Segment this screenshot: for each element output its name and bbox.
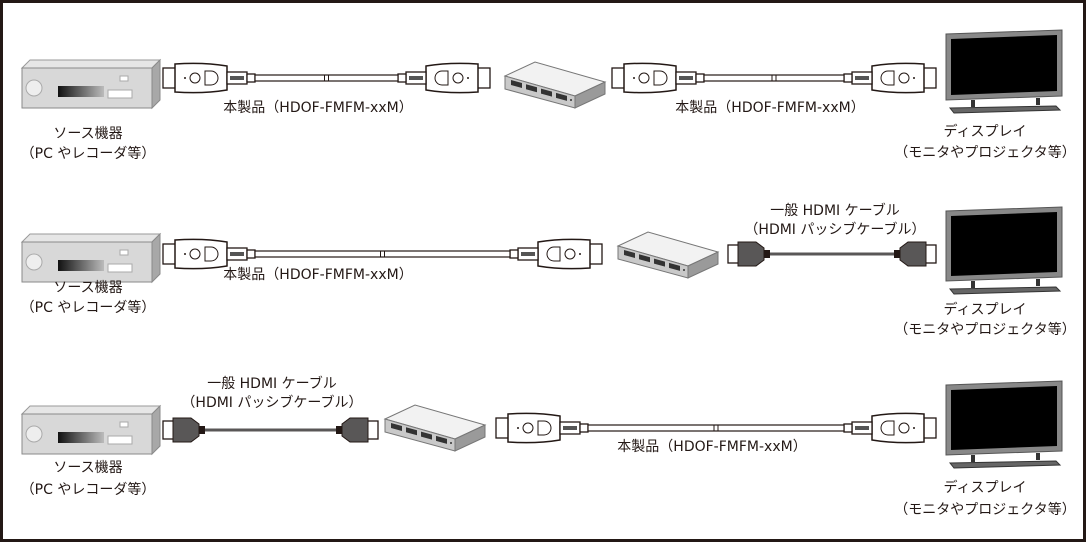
switch-device-icon xyxy=(616,231,720,279)
product-cable-icon xyxy=(495,412,937,444)
display-device-icon xyxy=(945,206,1063,295)
source-sublabel: （PC やレコーダ等） xyxy=(21,145,156,162)
source-device-icon xyxy=(20,404,162,456)
source-label: ソース機器 xyxy=(53,280,122,296)
product-cable-label: 本製品（HDOF-FMFM-xxM） xyxy=(223,267,412,283)
display-device-icon xyxy=(945,29,1063,114)
display-label: ディスプレイ xyxy=(943,123,1026,140)
display-device-icon xyxy=(945,380,1063,469)
display-sublabel: （モニタやプロジェクタ等） xyxy=(894,501,1075,518)
row-2: ソース機器 （PC やレコーダ等） 本製品（HDOF-FMFM-xxM） 一般 … xyxy=(21,202,1076,338)
passive-cable-icon xyxy=(162,417,379,443)
source-sublabel: （PC やレコーダ等） xyxy=(21,481,156,498)
product-cable-icon xyxy=(162,238,603,270)
passive-cable-label: 一般 HDMI ケーブル xyxy=(207,375,337,392)
row-1: ソース機器 （PC やレコーダ等） 本製品（HDOF-FMFM-xxM） 本製品… xyxy=(21,100,1076,162)
product-cable-label: 本製品（HDOF-FMFM-xxM） xyxy=(617,439,806,455)
switch-device-icon xyxy=(383,404,487,452)
passive-cable-sublabel: （HDMI パッシブケーブル） xyxy=(181,394,362,411)
display-label: ディスプレイ xyxy=(943,479,1026,496)
product-cable-label: 本製品（HDOF-FMFM-xxM） xyxy=(223,100,412,116)
product-cable-icon xyxy=(611,62,937,94)
passive-cable-icon xyxy=(727,241,937,267)
source-label: ソース機器 xyxy=(53,126,122,142)
product-cable-icon xyxy=(162,62,491,94)
product-cable-label: 本製品（HDOF-FMFM-xxM） xyxy=(675,100,864,116)
display-sublabel: （モニタやプロジェクタ等） xyxy=(894,321,1075,338)
switch-device-icon xyxy=(503,61,607,109)
display-label: ディスプレイ xyxy=(943,301,1026,318)
passive-cable-sublabel: （HDMI パッシブケーブル） xyxy=(744,221,925,238)
source-label: ソース機器 xyxy=(53,460,122,476)
display-sublabel: （モニタやプロジェクタ等） xyxy=(894,144,1075,161)
source-device-icon xyxy=(20,58,162,110)
row-3: ソース機器 （PC やレコーダ等） 一般 HDMI ケーブル （HDMI パッシ… xyxy=(21,375,1076,518)
source-sublabel: （PC やレコーダ等） xyxy=(21,299,156,316)
passive-cable-label: 一般 HDMI ケーブル xyxy=(770,202,900,219)
source-device-icon xyxy=(20,232,162,284)
